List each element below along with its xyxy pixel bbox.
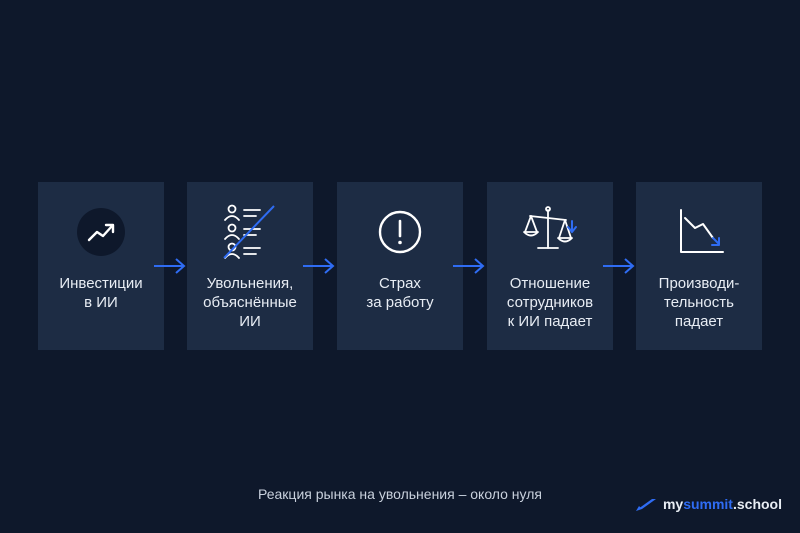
step-card-fear: Страх за работу — [337, 182, 463, 350]
step-label: Инвестиции в ИИ — [59, 275, 143, 311]
brand-part-summit: summit — [683, 496, 733, 512]
arrow-right-icon — [154, 258, 186, 274]
crossed-people-list-icon — [187, 204, 313, 259]
step-label: Увольнения, объяснённые ИИ — [203, 275, 297, 330]
step-card-attitude: Отношение сотрудников к ИИ падает — [487, 182, 613, 350]
step-label: Отношение сотрудников к ИИ падает — [506, 275, 594, 330]
pen-logo-icon — [635, 499, 656, 511]
step-card-productivity: Производи- тельность падает — [636, 182, 762, 350]
diagram-caption: Реакция рынка на увольнения – около нуля — [258, 486, 542, 502]
brand-part-my: my — [662, 496, 684, 512]
brand-part-school: .school — [732, 496, 782, 512]
chart-down-icon — [636, 206, 762, 258]
brand-logo: mysummit.school — [635, 496, 782, 512]
arrow-right-icon — [603, 258, 635, 274]
step-label: Производи- тельность падает — [658, 275, 740, 330]
scales-down-icon — [487, 206, 613, 258]
trend-up-icon — [38, 206, 164, 258]
exclamation-circle-icon — [337, 206, 463, 258]
arrow-right-icon — [453, 258, 485, 274]
step-label: Страх за работу — [366, 275, 434, 311]
step-card-layoffs: Увольнения, объяснённые ИИ — [187, 182, 313, 350]
arrow-right-icon — [303, 258, 335, 274]
step-card-investments: Инвестиции в ИИ — [38, 182, 164, 350]
